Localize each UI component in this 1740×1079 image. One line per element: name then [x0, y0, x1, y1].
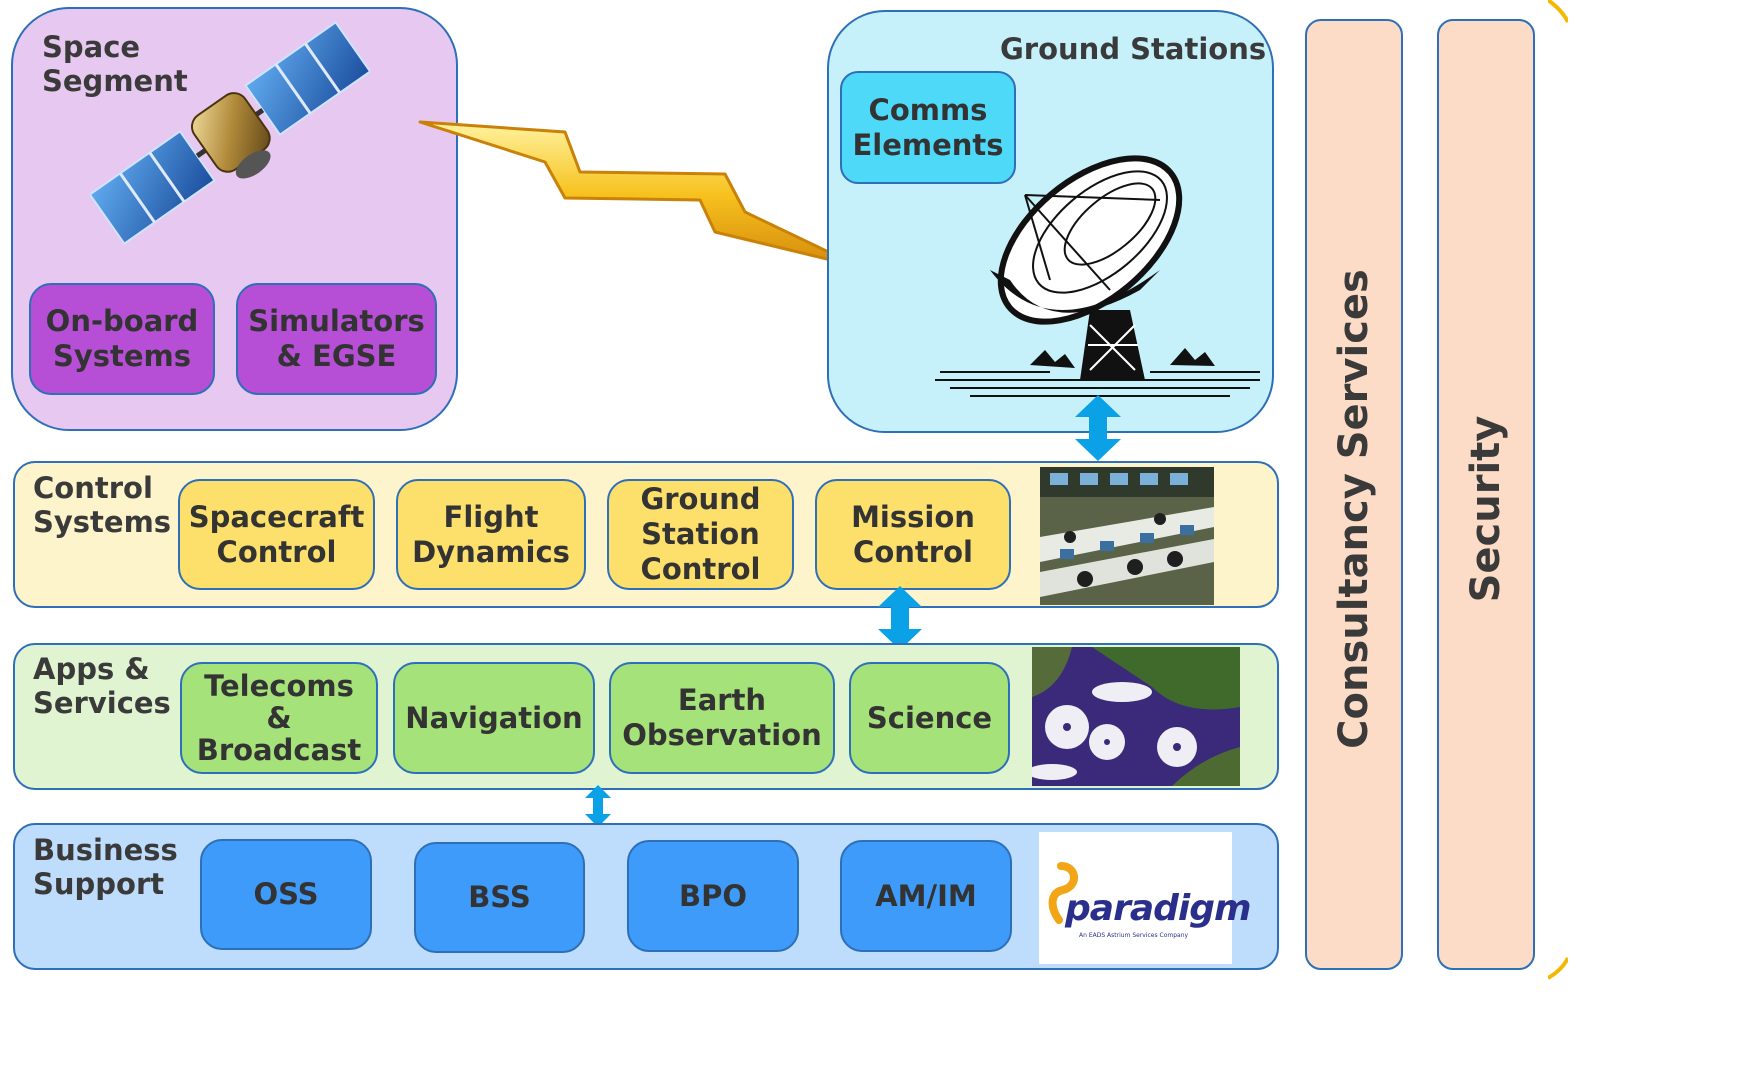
- earth-observation-box: Earth Observation: [609, 662, 835, 774]
- consultancy-services-column: Consultancy Services: [1305, 19, 1403, 970]
- control-systems-title: Control Systems: [33, 471, 172, 539]
- control-room-photo: [1040, 467, 1214, 605]
- control-apps-arrow-icon: [878, 586, 922, 650]
- paradigm-swirl-icon: [1048, 862, 1078, 924]
- comms-elements-box: Comms Elements: [840, 71, 1016, 184]
- paradigm-wordmark: paradigm: [1065, 888, 1251, 929]
- science-box: Science: [849, 662, 1010, 774]
- bpo-box: BPO: [627, 840, 799, 952]
- spacecraft-control-box: Spacecraft Control: [178, 479, 375, 590]
- satellite-dish-icon: [935, 155, 1260, 397]
- oss-box: OSS: [200, 839, 372, 950]
- paradigm-tagline: An EADS Astrium Services Company: [1079, 932, 1189, 939]
- consultancy-services-label: Consultancy Services: [1331, 268, 1377, 749]
- space-segment-title: Space Segment: [42, 30, 188, 98]
- paradigm-logo: paradigm An EADS Astrium Services Compan…: [1039, 832, 1251, 964]
- apps-services-title: Apps & Services: [33, 652, 171, 720]
- hurricane-satellite-photo: [1032, 647, 1240, 786]
- onboard-systems-box: On-board Systems: [29, 283, 215, 395]
- security-label: Security: [1463, 415, 1509, 602]
- mission-control-box: Mission Control: [815, 479, 1011, 590]
- telecoms-broadcast-box: Telecoms & Broadcast: [180, 662, 378, 774]
- lightning-bolt-icon: [418, 120, 862, 269]
- ground-stations-title: Ground Stations: [1000, 32, 1267, 66]
- bss-box: BSS: [414, 842, 585, 953]
- business-support-title: Business Support: [33, 833, 178, 901]
- apps-business-arrow-icon: [585, 785, 611, 827]
- flight-dynamics-box: Flight Dynamics: [396, 479, 586, 590]
- am-im-box: AM/IM: [840, 840, 1012, 952]
- security-column: Security: [1437, 19, 1535, 970]
- navigation-box: Navigation: [393, 662, 595, 774]
- satellite-icon: [90, 20, 370, 246]
- ground-control-arrow-icon: [1075, 395, 1121, 461]
- simulators-egse-box: Simulators & EGSE: [236, 283, 437, 395]
- corner-accent-icon: [1548, 0, 1568, 980]
- ground-station-control-box: Ground Station Control: [607, 479, 794, 590]
